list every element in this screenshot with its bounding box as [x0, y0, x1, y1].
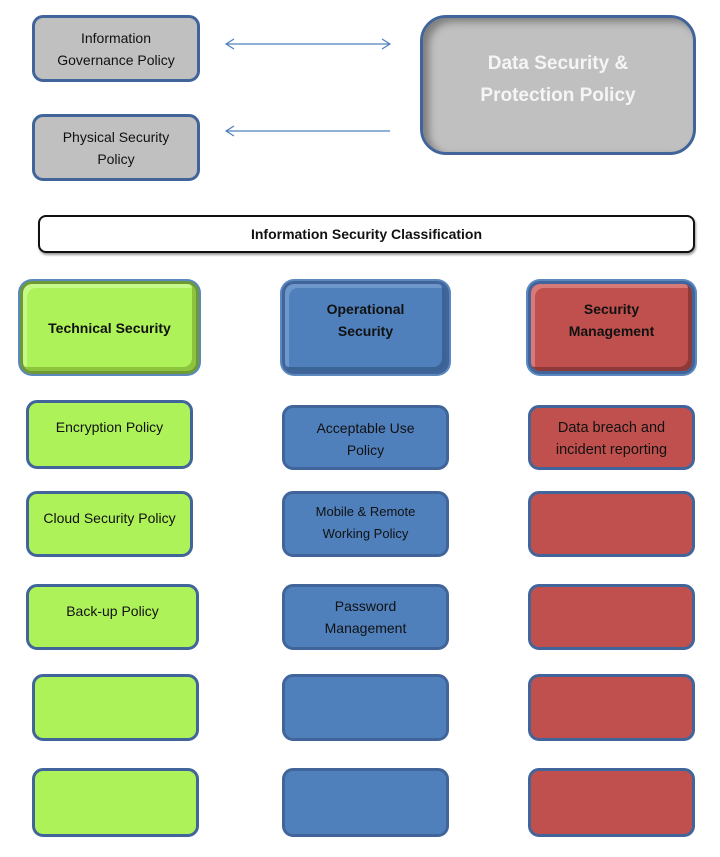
security-management-item-box — [528, 491, 695, 557]
item-label: Acceptable Use Policy — [316, 420, 415, 458]
information-governance-policy-box: Information Governance Policy — [32, 15, 200, 82]
technical-item-box: Cloud Security Policy — [26, 491, 193, 557]
operational-item-box: Mobile & Remote Working Policy — [282, 491, 449, 557]
technical-item-box: Encryption Policy — [26, 400, 193, 469]
box-label: Physical Security Policy — [62, 128, 170, 167]
data-security-protection-policy-box: Data Security & Protection Policy — [420, 15, 696, 155]
operational-security-header: Operational Security — [282, 281, 449, 374]
classification-title: Information Security Classification — [250, 226, 483, 242]
arrow-head-left — [224, 125, 235, 137]
item-label: Cloud Security Policy — [43, 510, 176, 526]
item-label: Encryption Policy — [55, 419, 164, 435]
column-heading: Operational Security — [326, 301, 405, 339]
security-management-item-box: Data breach and incident reporting — [528, 405, 695, 470]
arrow-head-left — [224, 38, 235, 50]
connector-arrows — [224, 38, 392, 137]
item-label: Mobile & Remote Working Policy — [315, 504, 416, 541]
technical-item-box — [32, 674, 199, 741]
physical-security-policy-box: Physical Security Policy — [32, 114, 200, 181]
box-label: Data Security & Protection Policy — [480, 53, 636, 106]
operational-item-box: Password Management — [282, 584, 449, 650]
security-management-item-box — [528, 674, 695, 741]
operational-item-box: Acceptable Use Policy — [282, 405, 449, 470]
technical-security-header: Technical Security — [20, 281, 199, 374]
security-management-item-box — [528, 768, 695, 837]
column-heading: Technical Security — [48, 319, 171, 336]
technical-item-box: Back-up Policy — [26, 584, 199, 650]
technical-item-box — [32, 768, 199, 837]
operational-item-box — [282, 674, 449, 741]
column-heading: Security Management — [568, 301, 655, 339]
security-management-item-box — [528, 584, 695, 650]
information-security-classification-bar: Information Security Classification — [38, 215, 695, 253]
item-label: Back-up Policy — [66, 603, 159, 619]
box-label: Information Governance Policy — [57, 29, 175, 68]
security-management-header: Security Management — [528, 281, 695, 374]
item-label: Password Management — [324, 598, 407, 636]
item-label: Data breach and incident reporting — [555, 420, 668, 458]
operational-item-box — [282, 768, 449, 837]
arrow-head-right — [381, 38, 392, 50]
